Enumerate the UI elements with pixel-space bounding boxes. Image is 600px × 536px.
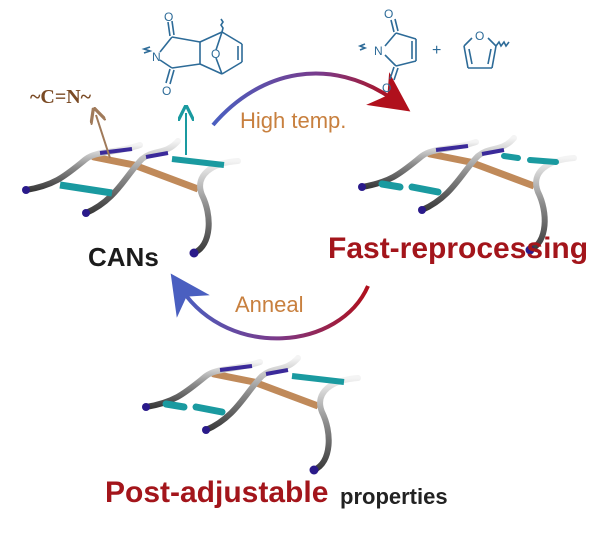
fast-reprocessing-label: Fast-reprocessing bbox=[328, 232, 589, 265]
dynamic-bond-broken-a bbox=[378, 180, 404, 191]
furan-o-atom: O bbox=[475, 29, 484, 43]
furan-structure bbox=[463, 37, 510, 69]
da-bond-broken-b bbox=[527, 157, 559, 165]
network-cans bbox=[22, 141, 238, 258]
imine-pointer-arrow bbox=[96, 115, 111, 159]
properties-label: properties bbox=[340, 484, 448, 509]
maleimide-o-bottom: O bbox=[382, 81, 391, 95]
post-adjustable-label: Post-adjustable bbox=[105, 476, 329, 509]
dynamic-bond-broken-b bbox=[408, 183, 442, 196]
dynamic-bond-broken-a bbox=[162, 400, 188, 411]
imine-bond-label: ~C=N~ bbox=[30, 86, 92, 108]
da-bond-reformed bbox=[291, 373, 345, 385]
anneal-label: Anneal bbox=[235, 292, 304, 317]
adduct-o-top: O bbox=[164, 10, 173, 24]
maleimide-n-atom: N bbox=[374, 44, 383, 58]
plus-sign: + bbox=[432, 42, 442, 59]
adduct-o-bottom: O bbox=[162, 84, 171, 98]
high-temp-arrow bbox=[211, 71, 411, 127]
dynamic-bond-intact bbox=[59, 181, 113, 197]
adduct-o-bridge: O bbox=[211, 47, 220, 61]
maleimide-structure bbox=[357, 18, 417, 81]
dynamic-bond-broken-b bbox=[192, 403, 226, 416]
maleimide-o-top: O bbox=[384, 7, 393, 21]
network-fast bbox=[358, 138, 574, 255]
da-adduct-structure bbox=[141, 18, 243, 85]
adduct-n-atom: N bbox=[152, 50, 161, 64]
da-bond-intact bbox=[171, 156, 225, 168]
cans-label: CANs bbox=[88, 242, 159, 272]
network-post bbox=[142, 358, 358, 475]
da-bond-broken-a bbox=[501, 153, 521, 161]
anneal-arrow bbox=[170, 273, 370, 341]
high-temp-label: High temp. bbox=[240, 108, 347, 133]
